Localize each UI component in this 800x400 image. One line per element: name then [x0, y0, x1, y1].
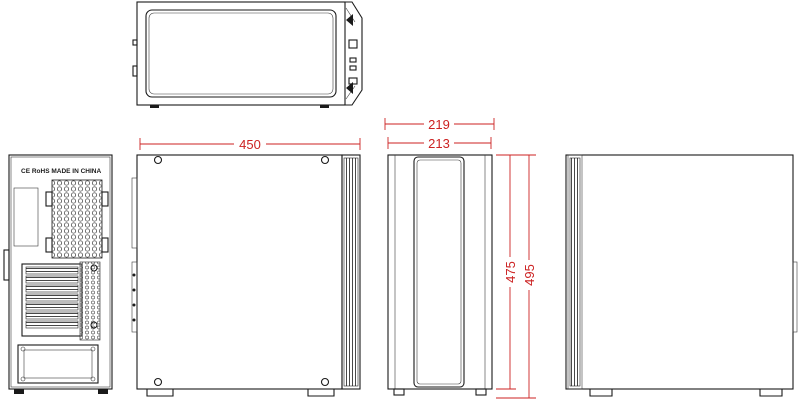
dimension-219: 219	[384, 117, 495, 132]
top-view-front-bezel	[345, 1, 363, 106]
left-side-panel	[136, 154, 343, 390]
top-view-body	[136, 1, 346, 106]
psu-opening	[17, 344, 99, 384]
dimension-475: 475	[496, 154, 518, 390]
io-port-icon	[349, 65, 357, 71]
front-center-panel	[413, 156, 465, 388]
dim-length-label: 450	[239, 137, 261, 152]
right-side-panel	[565, 154, 794, 390]
dim-height-inner-label: 475	[503, 261, 518, 283]
dim-width-inner-label: 213	[428, 136, 450, 151]
front-view	[387, 154, 493, 396]
dimension-450: 450	[139, 137, 361, 152]
front-bezel-side	[341, 154, 361, 390]
dimension-213: 213	[387, 136, 492, 151]
dim-width-outer-label: 219	[428, 117, 450, 132]
rear-fan-mesh	[51, 179, 103, 259]
rear-markings: CE RoHS MADE IN CHINA	[21, 168, 101, 175]
left-side-view	[131, 154, 361, 397]
rear-view: CE RoHS MADE IN CHINA	[3, 154, 113, 394]
front-view-body	[387, 154, 493, 390]
top-view	[132, 1, 363, 108]
dim-height-outer-label: 495	[522, 264, 537, 286]
io-shield	[13, 187, 39, 247]
dimension-495: 495	[496, 154, 537, 399]
right-side-view	[565, 154, 798, 397]
top-view-glass-panel	[145, 9, 337, 98]
io-port-icon	[348, 39, 358, 49]
io-port-icon	[349, 57, 357, 63]
expansion-slots	[21, 263, 83, 337]
